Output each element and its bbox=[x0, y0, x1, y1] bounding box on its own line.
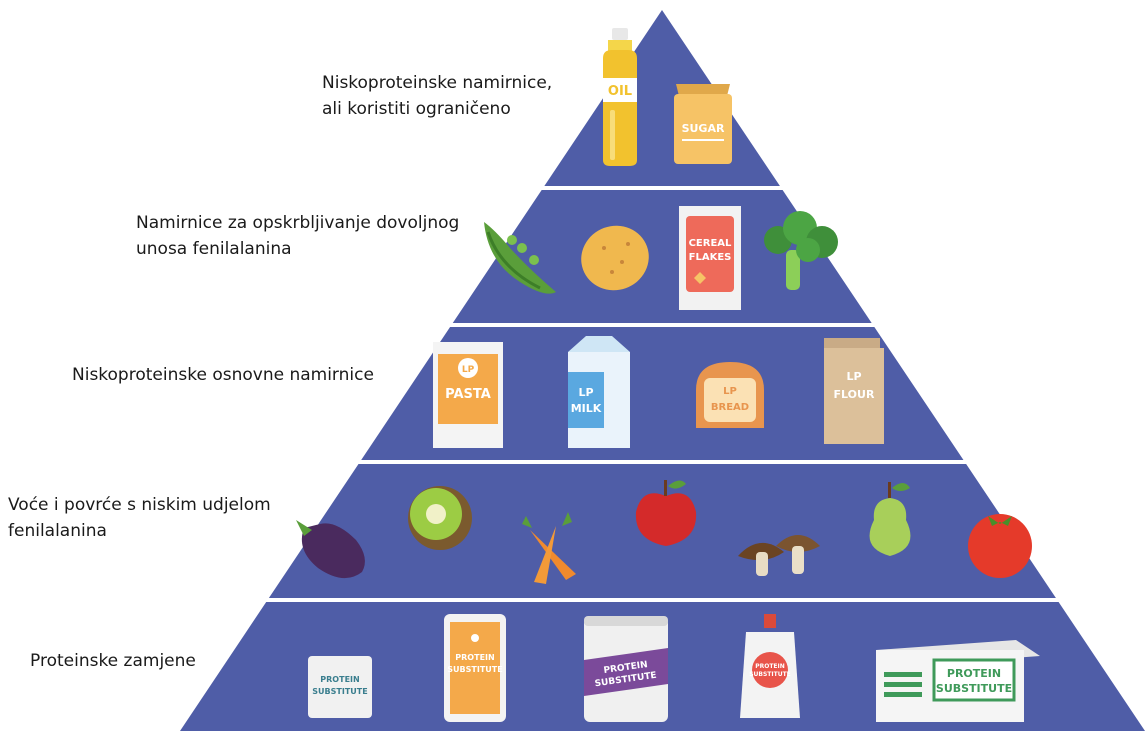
svg-text:PROTEIN: PROTEIN bbox=[320, 675, 359, 684]
protein-can-icon: PROTEIN SUBSTITUTE bbox=[584, 616, 668, 722]
potato-icon bbox=[581, 225, 649, 291]
svg-text:SUBSTITUTE: SUBSTITUTE bbox=[447, 665, 502, 674]
svg-text:SUBSTITUTE: SUBSTITUTE bbox=[749, 671, 791, 678]
tier-label-phenylalanine-sources: Namirnice za opskrbljivanje dovoljnog un… bbox=[136, 213, 460, 259]
tier-divider bbox=[300, 186, 860, 190]
svg-text:MILK: MILK bbox=[571, 402, 602, 415]
oil-label: OIL bbox=[608, 84, 632, 99]
mushrooms-icon bbox=[738, 535, 820, 576]
tier-label-limited-use: Niskoproteinske namirnice, ali koristiti… bbox=[322, 73, 553, 119]
tier-label-low-phe-fruit-veg: Voće i povrće s niskim udjelom fenilalan… bbox=[8, 495, 271, 541]
oil-bottle-icon: OIL bbox=[603, 28, 637, 166]
lp-bread-icon: LP BREAD bbox=[696, 362, 764, 428]
protein-squeeze-pouch-icon: PROTEIN SUBSTITUTE bbox=[740, 614, 800, 718]
tier-divider bbox=[300, 460, 1060, 464]
tier-label-protein-substitutes: Proteinske zamjene bbox=[30, 651, 196, 671]
tomato-icon bbox=[968, 514, 1032, 578]
svg-text:PASTA: PASTA bbox=[445, 387, 491, 402]
sugar-bag-icon: SUGAR bbox=[674, 84, 732, 164]
svg-text:PROTEIN: PROTEIN bbox=[947, 667, 1001, 680]
eggplant-icon bbox=[296, 520, 365, 579]
sugar-label: SUGAR bbox=[682, 122, 725, 135]
svg-text:PROTEIN: PROTEIN bbox=[755, 663, 785, 670]
lp-pasta-box-icon: LP PASTA bbox=[433, 342, 503, 448]
tier-divider bbox=[250, 598, 1145, 602]
svg-text:SUBSTITUTE: SUBSTITUTE bbox=[936, 682, 1012, 695]
tier-divider bbox=[300, 323, 960, 327]
svg-text:FLOUR: FLOUR bbox=[834, 388, 875, 401]
svg-text:LP: LP bbox=[462, 365, 475, 375]
apple-icon bbox=[635, 480, 697, 546]
svg-text:LP: LP bbox=[578, 386, 593, 399]
peas-pod-icon bbox=[484, 222, 556, 294]
cereal-label-line1: CEREAL bbox=[689, 238, 732, 249]
protein-sachet-icon: PROTEIN SUBSTITUTE bbox=[308, 656, 372, 718]
svg-text:LP: LP bbox=[846, 370, 861, 383]
tier-label-low-protein-staples: Niskoproteinske osnovne namirnice bbox=[72, 365, 374, 385]
protein-pouch-icon: PROTEIN SUBSTITUTE bbox=[444, 614, 506, 722]
lp-flour-bag-icon: LP FLOUR bbox=[824, 338, 884, 444]
svg-text:PROTEIN: PROTEIN bbox=[455, 653, 494, 662]
carrots-icon bbox=[522, 512, 576, 584]
protein-box-icon: PROTEIN SUBSTITUTE bbox=[876, 640, 1040, 722]
svg-text:SUBSTITUTE: SUBSTITUTE bbox=[312, 687, 367, 696]
pyramid-body bbox=[180, 10, 1145, 731]
svg-text:BREAD: BREAD bbox=[711, 402, 749, 413]
lp-milk-carton-icon: LP MILK bbox=[568, 336, 630, 448]
cereal-box-icon: CEREAL FLAKES bbox=[679, 206, 741, 310]
kiwi-icon bbox=[408, 486, 472, 550]
pear-icon bbox=[869, 482, 911, 556]
broccoli-icon bbox=[764, 211, 838, 290]
cereal-label-line2: FLAKES bbox=[689, 252, 732, 263]
svg-text:LP: LP bbox=[723, 386, 737, 397]
